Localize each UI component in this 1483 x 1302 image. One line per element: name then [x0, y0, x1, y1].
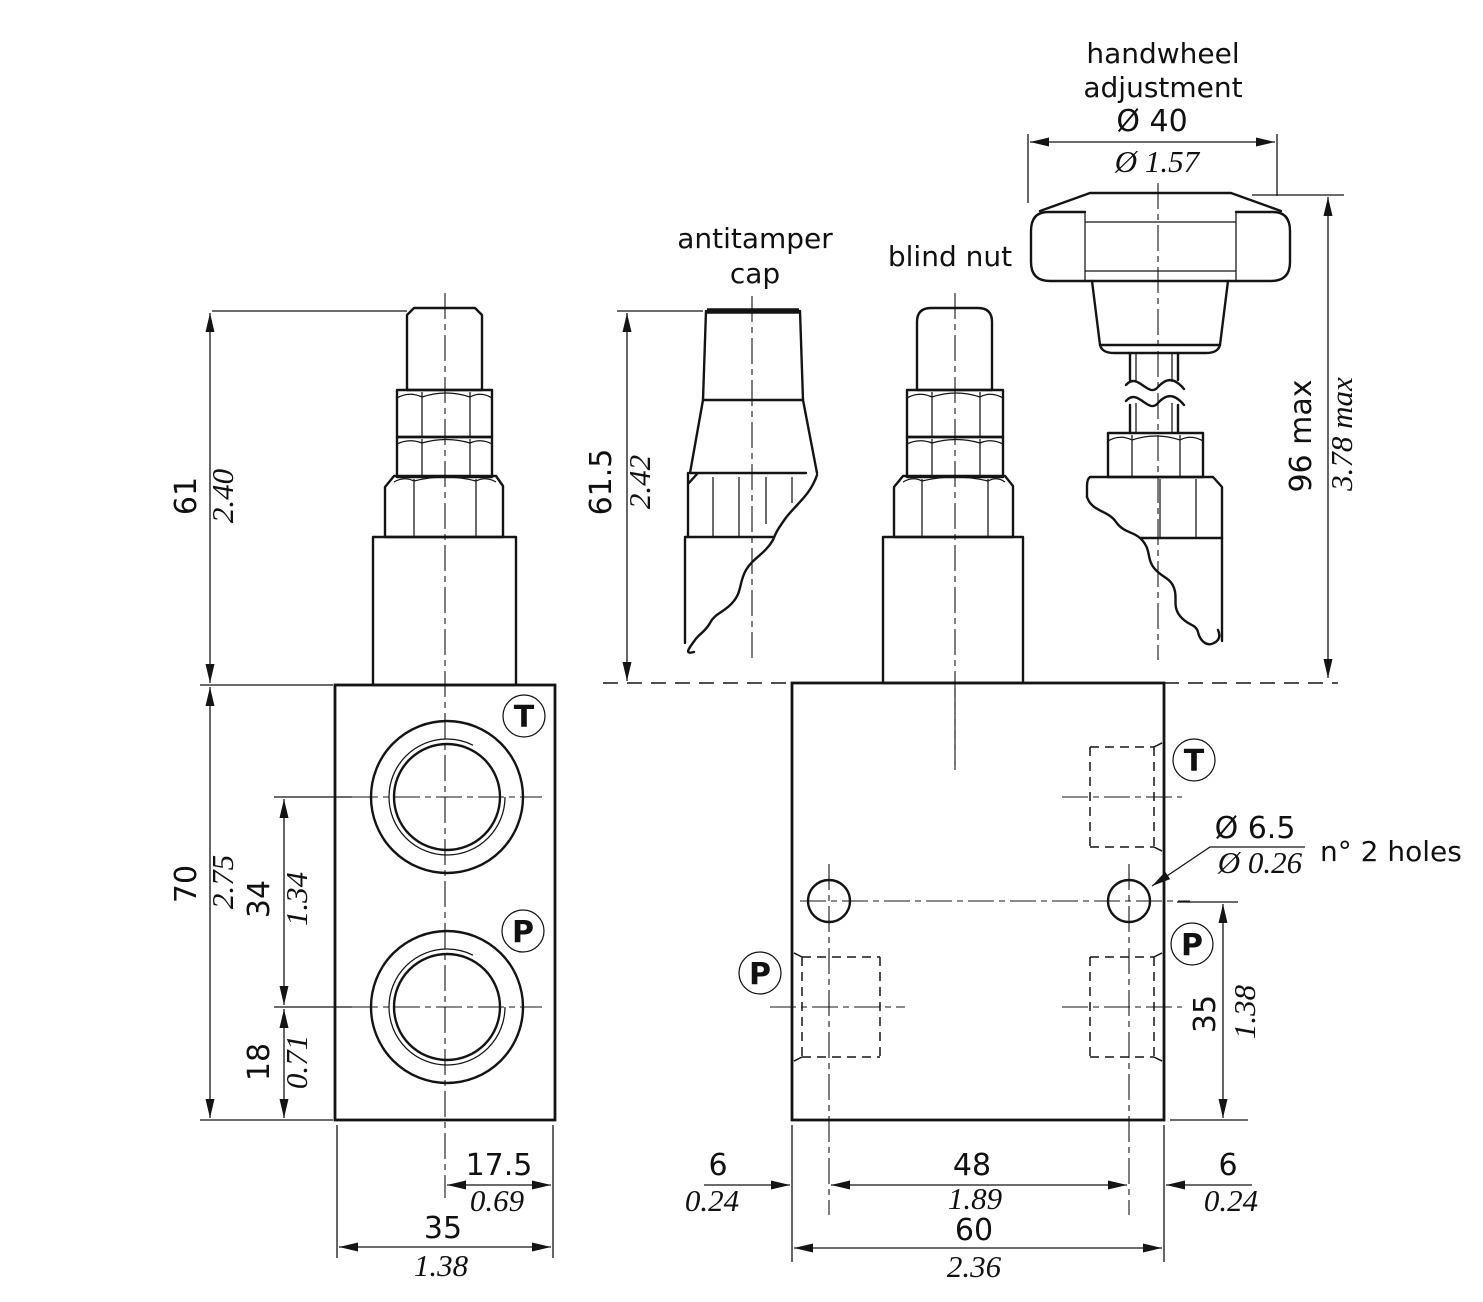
handwheel-label-line2: adjustment [1083, 71, 1242, 104]
dim-port-spacing-in: 1.34 [279, 872, 314, 926]
dimension-bottom-row: 6 0.24 48 1.89 6 0.24 60 2.36 [685, 1125, 1258, 1284]
dim-body-width-in: 1.38 [414, 1248, 469, 1283]
handwheel-label-line1: handwheel [1086, 37, 1239, 70]
port-p-balloon-front-right: P [1170, 922, 1214, 966]
dim-cap-height-mm: 61.5 [584, 449, 619, 516]
dim-edge-left-mm: 6 [708, 1148, 727, 1183]
port-p-label: P [512, 915, 534, 950]
dim-max-height-in: 3.78 max [1324, 377, 1359, 492]
antitamper-cap-label-line2: cap [730, 257, 780, 290]
dim-stem-height-mm: 61 [169, 477, 204, 515]
dim-cap-height-in: 2.42 [622, 455, 657, 509]
dim-hole-dia-in: Ø 0.26 [1217, 845, 1303, 880]
dim-edge-right-in: 0.24 [1204, 1183, 1258, 1218]
port-t-balloon: T [502, 694, 546, 738]
dim-max-height-mm: 96 max [1284, 379, 1319, 492]
dimension-max-height: 96 max 3.78 max [1252, 194, 1359, 678]
handwheel-view: handwheel adjustment Ø 40 [1027, 37, 1359, 678]
holes-note: n° 2 holes [1320, 835, 1462, 868]
dimension-body-height: 70 2.75 [169, 684, 333, 1121]
port-p-right-hidden-thread [1062, 951, 1182, 1063]
dim-hole-dia-mm: Ø 6.5 [1215, 811, 1296, 846]
dim-handwheel-dia-mm: Ø 40 [1116, 104, 1187, 139]
side-view: T P [333, 293, 557, 1198]
dim-half-width-in: 0.69 [470, 1183, 524, 1218]
port-t-label-front: T [1184, 744, 1205, 779]
dim-overall-width-mm: 60 [955, 1213, 993, 1248]
dimension-hole-dia: Ø 6.5 Ø 0.26 n° 2 holes [1151, 811, 1462, 887]
dim-hole-spacing-in: 1.89 [948, 1181, 1002, 1216]
dim-body-height-in: 2.75 [205, 855, 240, 909]
dimension-cap-height: 61.5 2.42 [584, 310, 703, 681]
antitamper-cap-view: antitamper cap 61.5 2.42 [584, 222, 833, 681]
dim-hole-height-in: 1.38 [1227, 984, 1262, 1039]
front-view: T P P Ø 6.5 Ø 0.26 n° 2 holes 35 1.38 [685, 681, 1462, 1284]
dim-port-offset-in: 0.71 [279, 1035, 314, 1089]
dimension-port-offset: 18 0.71 [242, 1009, 314, 1118]
blind-nut-label: blind nut [888, 240, 1012, 273]
port-p-label-front-left: P [749, 957, 771, 992]
dim-stem-height-in: 2.40 [205, 468, 240, 523]
port-p-balloon: P [501, 909, 545, 953]
dim-overall-width-in: 2.36 [947, 1249, 1002, 1284]
port-p-left-hidden-thread [770, 951, 905, 1063]
dim-body-width-mm: 35 [424, 1211, 462, 1246]
dim-edge-left-in: 0.24 [685, 1183, 739, 1218]
dim-edge-right-mm: 6 [1218, 1148, 1237, 1183]
dim-port-spacing-mm: 34 [242, 880, 277, 918]
dim-hole-height-mm: 35 [1188, 995, 1223, 1033]
port-t-label: T [514, 700, 535, 735]
port-t-hidden-thread [1062, 741, 1182, 853]
dim-handwheel-dia-in: Ø 1.57 [1114, 144, 1201, 179]
port-p-label-front-right: P [1181, 928, 1203, 963]
dimension-body-width: 35 1.38 [336, 1125, 551, 1283]
antitamper-cap-label-line1: antitamper [677, 222, 833, 255]
port-t-balloon-front: T [1172, 738, 1216, 782]
dimension-stem-height: 61 2.40 [169, 310, 407, 683]
dimension-hole-height: 35 1.38 [1170, 901, 1262, 1121]
dim-port-offset-mm: 18 [242, 1043, 277, 1081]
dimension-handwheel-dia: Ø 40 Ø 1.57 [1027, 104, 1278, 203]
dim-half-width-mm: 17.5 [466, 1148, 533, 1183]
port-p-balloon-front-left: P [738, 951, 782, 995]
dim-hole-spacing-mm: 48 [953, 1148, 991, 1183]
blind-nut-view: blind nut [881, 240, 1025, 770]
dimension-half-width: 17.5 0.69 [447, 1125, 554, 1258]
dim-body-height-mm: 70 [169, 865, 204, 903]
dimension-port-spacing: 34 1.34 [242, 796, 352, 1008]
